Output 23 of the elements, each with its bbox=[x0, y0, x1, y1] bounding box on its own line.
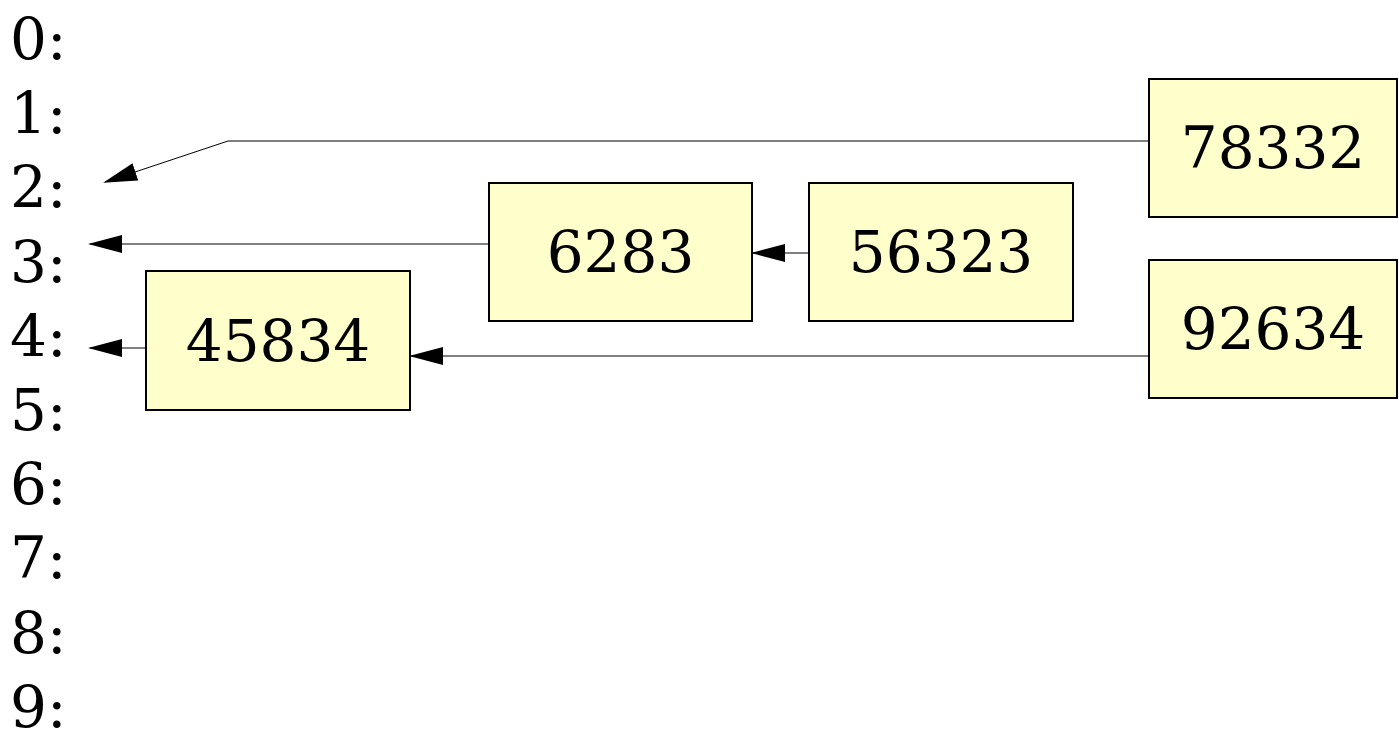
key-box bbox=[488, 182, 753, 322]
bucket-index-label: 3: bbox=[10, 226, 90, 297]
arrow bbox=[88, 235, 489, 253]
key-value: 56323 bbox=[848, 218, 1034, 286]
bucket-index-label: 4: bbox=[10, 300, 90, 371]
arrow bbox=[88, 339, 146, 357]
arrow bbox=[103, 140, 1149, 183]
key-box bbox=[145, 270, 411, 411]
key-value: 45834 bbox=[185, 306, 371, 375]
bucket-index-label: 5: bbox=[10, 375, 68, 445]
bucket-index-label: 8: bbox=[10, 597, 68, 668]
key-box bbox=[808, 182, 1074, 322]
bucket-index-label: 7: bbox=[10, 523, 68, 594]
key-value: 92634 bbox=[1180, 295, 1366, 363]
bucket-index-label: 2: bbox=[10, 152, 90, 223]
key-value: 78332 bbox=[1180, 114, 1366, 182]
key-box bbox=[1148, 78, 1398, 218]
bucket-index-label: 6: bbox=[10, 449, 68, 520]
bucket-index-label: 0: bbox=[10, 4, 68, 74]
key-box bbox=[1148, 259, 1398, 399]
bucket-index-label: 1: bbox=[10, 78, 68, 149]
bucket-index-label: 9: bbox=[10, 671, 68, 735]
key-value: 6283 bbox=[546, 218, 695, 286]
